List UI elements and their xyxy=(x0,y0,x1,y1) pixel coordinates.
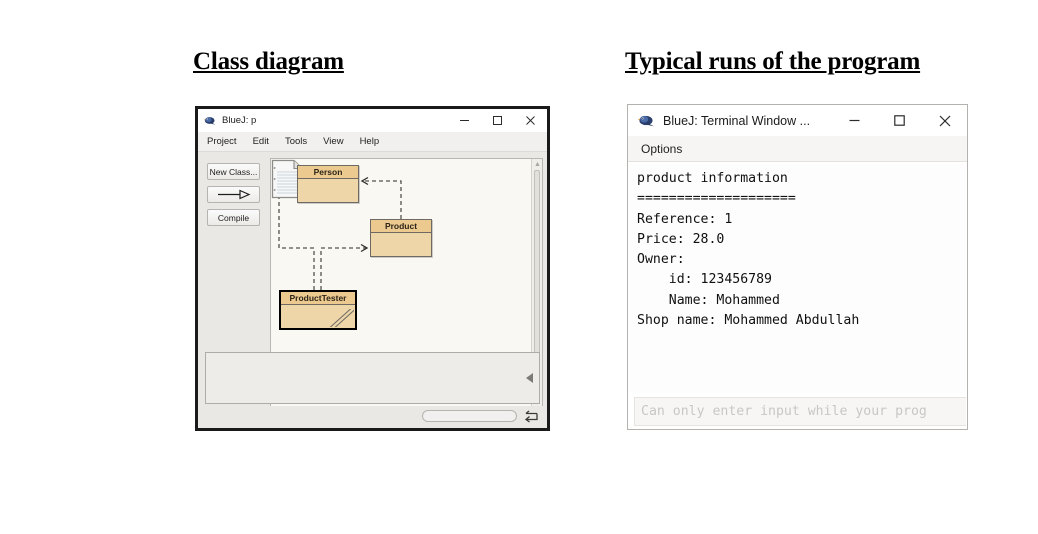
uml-class-person-label: Person xyxy=(298,166,358,179)
menu-item-options[interactable]: Options xyxy=(641,141,683,156)
menu-item-edit[interactable]: Edit xyxy=(252,136,269,147)
uml-class-product-label: Product xyxy=(371,220,431,233)
terminal-title-text: BlueJ: Terminal Window ... xyxy=(663,113,811,128)
recompile-arrow-icon[interactable] xyxy=(524,409,540,424)
menu-item-view[interactable]: View xyxy=(323,136,344,147)
menu-item-tools[interactable]: Tools xyxy=(284,136,308,147)
class-diagram-canvas[interactable]: Person Product ProductTester xyxy=(271,159,531,408)
uml-class-producttester[interactable]: ProductTester xyxy=(279,290,357,330)
arrow-tool-icon xyxy=(217,189,250,200)
terminal-titlebar[interactable]: BlueJ: Terminal Window ... xyxy=(628,105,967,136)
bluej-body: New Class... Compile xyxy=(198,152,547,428)
arrow-tool-button[interactable] xyxy=(207,186,260,203)
bluej-titlebar[interactable]: BlueJ: p xyxy=(198,109,547,132)
close-icon[interactable] xyxy=(922,105,967,136)
uncompiled-stripes-icon xyxy=(328,309,354,327)
object-bench[interactable] xyxy=(205,352,540,404)
bluej-menubar: Project Edit Tools View Help xyxy=(198,132,547,152)
bluej-main-window: BlueJ: p Project Edit Tools View Help Ne… xyxy=(195,106,550,431)
bluej-bird-icon xyxy=(204,117,216,125)
maximize-icon[interactable] xyxy=(481,109,514,132)
uml-class-product[interactable]: Product xyxy=(370,219,432,257)
menu-item-help[interactable]: Help xyxy=(359,136,380,147)
minimize-icon[interactable] xyxy=(832,105,877,136)
compile-button[interactable]: Compile xyxy=(207,209,260,226)
minimize-icon[interactable] xyxy=(448,109,481,132)
terminal-window-controls xyxy=(832,105,967,136)
terminal-menubar: Options xyxy=(628,136,967,162)
bluej-window-controls xyxy=(448,109,547,132)
scroll-up-icon[interactable]: ▲ xyxy=(534,161,541,168)
terminal-input-field[interactable]: Can only enter input while your prog xyxy=(634,397,966,426)
page-title-typical-runs: Typical runs of the program xyxy=(625,48,921,75)
bluej-terminal-window: BlueJ: Terminal Window ... Options produ… xyxy=(627,104,968,430)
bench-collapse-icon[interactable] xyxy=(526,373,533,383)
bluej-title-text: BlueJ: p xyxy=(222,115,257,126)
bluej-status-bar xyxy=(198,406,547,428)
uml-class-person[interactable]: Person xyxy=(297,165,359,203)
page-title-class-diagram: Class diagram xyxy=(193,48,344,75)
maximize-icon[interactable] xyxy=(877,105,922,136)
uml-class-producttester-label: ProductTester xyxy=(281,292,355,305)
progress-bar xyxy=(422,410,517,422)
close-icon[interactable] xyxy=(514,109,547,132)
bluej-bird-icon xyxy=(638,115,654,127)
menu-item-project[interactable]: Project xyxy=(207,136,237,147)
terminal-output: product information ====================… xyxy=(629,163,966,393)
new-class-button[interactable]: New Class... xyxy=(207,163,260,180)
